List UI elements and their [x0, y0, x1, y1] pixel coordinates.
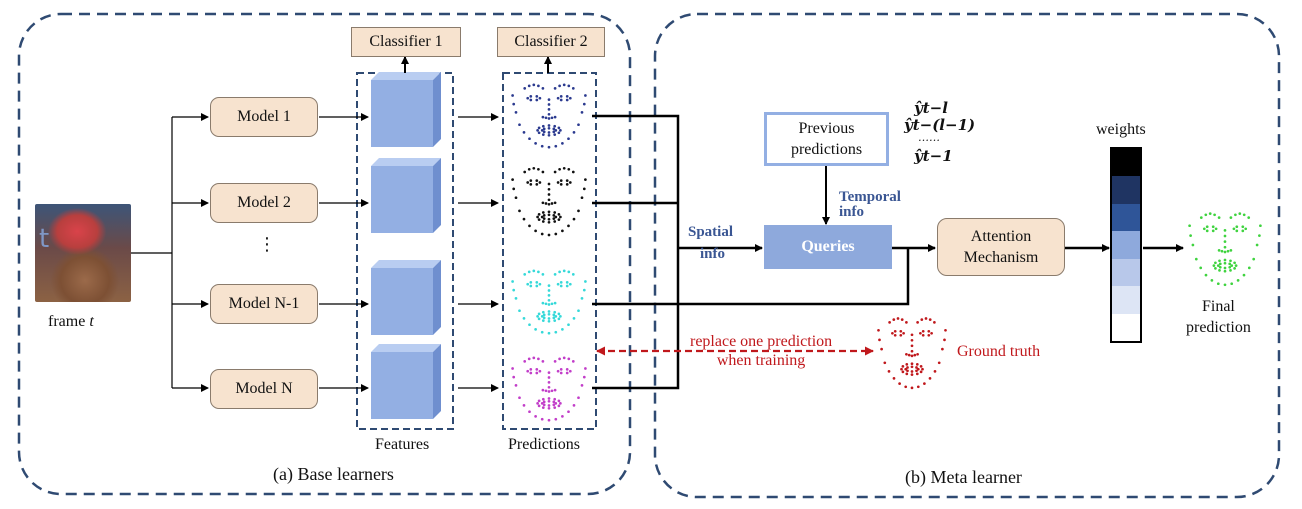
- previous-predictions-line-2: predictions: [790, 141, 863, 158]
- weight-cell-1: [1112, 149, 1140, 177]
- frame-label: frame t: [48, 313, 94, 331]
- previous-predictions-box: Previous predictions: [764, 112, 889, 166]
- base-learners-caption: (a) Base learners: [273, 464, 394, 484]
- weight-cell-6: [1112, 286, 1140, 314]
- history-label-t-l-1: ŷt−(l−1): [904, 116, 976, 134]
- prediction-face-1: [511, 83, 587, 149]
- prediction-face-n-1: [511, 269, 587, 335]
- model-n-label: Model N: [235, 380, 293, 397]
- feature-cube-4: [371, 344, 441, 419]
- weight-cell-4: [1112, 231, 1140, 259]
- final-prediction-line-2: prediction: [1186, 319, 1251, 336]
- weight-cell-7: [1112, 313, 1140, 341]
- landmark-faces: [511, 83, 1262, 422]
- history-label-t-l: ŷt−l: [914, 99, 948, 117]
- ground-truth-face: [877, 317, 947, 390]
- predictions-label: Predictions: [508, 436, 580, 453]
- replace-note-line-1: replace one prediction: [690, 333, 833, 350]
- models-ellipsis: ⋮: [258, 234, 276, 255]
- previous-predictions-line-1: Previous: [798, 120, 855, 137]
- final-prediction-face: [1188, 212, 1262, 287]
- temporal-info-line-2: info: [839, 204, 865, 220]
- model-n-1-label: Model N-1: [228, 295, 300, 312]
- model-2-box: Model 2: [210, 183, 318, 223]
- model-n-1-box: Model N-1: [210, 284, 318, 324]
- weight-cell-2: [1112, 176, 1140, 204]
- classifier-1-box: Classifier 1: [351, 27, 461, 57]
- weight-cell-5: [1112, 258, 1140, 287]
- feature-to-prediction-arrows: [458, 113, 499, 392]
- attention-line-1: Attention: [970, 228, 1032, 245]
- classifier-2-box: Classifier 2: [497, 27, 605, 57]
- history-labels: ŷt−l ŷt−(l−1) …… ŷt−1: [904, 100, 975, 165]
- prediction-face-n: [511, 356, 587, 422]
- predictions-group-box: [502, 72, 597, 430]
- weights-label: weights: [1096, 121, 1146, 138]
- replace-note-line-2: when training: [716, 352, 806, 369]
- feature-cube-1: [371, 72, 441, 147]
- replace-note: replace one prediction when training: [690, 332, 832, 370]
- model-2-label: Model 2: [237, 194, 291, 211]
- final-prediction-label: Final prediction: [1186, 296, 1251, 338]
- model-n-box: Model N: [210, 369, 318, 409]
- frame-to-models-connector: [131, 113, 209, 392]
- history-label-dots: ……: [918, 131, 940, 144]
- model-1-label: Model 1: [237, 108, 291, 125]
- input-frame-image: t: [35, 204, 131, 302]
- model-to-feature-arrows: [319, 113, 369, 392]
- features-label: Features: [375, 436, 430, 453]
- attention-mechanism-box: Attention Mechanism: [937, 218, 1065, 276]
- classifier-2-label: Classifier 2: [514, 33, 588, 50]
- queries-box: Queries: [764, 225, 892, 269]
- feature-cube-2: [371, 158, 441, 233]
- final-prediction-line-1: Final: [1201, 298, 1235, 315]
- spatial-info-line-1: Spatial: [688, 224, 734, 240]
- classifier-1-label: Classifier 1: [369, 33, 443, 50]
- temporal-info-label: Temporal info: [839, 189, 901, 220]
- weights-stack: [1110, 147, 1142, 343]
- spatial-info-line-2: info: [700, 246, 726, 262]
- history-label-t-1: ŷt−1: [914, 147, 953, 165]
- feature-cubes: [371, 72, 441, 419]
- feature-cube-3: [371, 260, 441, 335]
- meta-learner-panel: [653, 12, 1281, 499]
- frame-label-prefix: frame: [48, 313, 90, 330]
- spatial-info-label: Spatial info: [688, 224, 733, 262]
- prediction-bus-lines: [592, 114, 910, 390]
- frame-label-var: t: [89, 313, 94, 330]
- frame-overlay-letter: t: [39, 224, 50, 254]
- base-learners-panel: [17, 12, 632, 496]
- queries-label: Queries: [801, 238, 855, 255]
- model-1-box: Model 1: [210, 97, 318, 137]
- ground-truth-label: Ground truth: [957, 343, 1041, 360]
- attention-line-2: Mechanism: [963, 249, 1039, 266]
- meta-learner-caption: (b) Meta learner: [905, 467, 1022, 487]
- prediction-face-2: [511, 166, 587, 237]
- weight-cell-3: [1112, 203, 1140, 232]
- temporal-info-line-1: Temporal: [839, 189, 901, 205]
